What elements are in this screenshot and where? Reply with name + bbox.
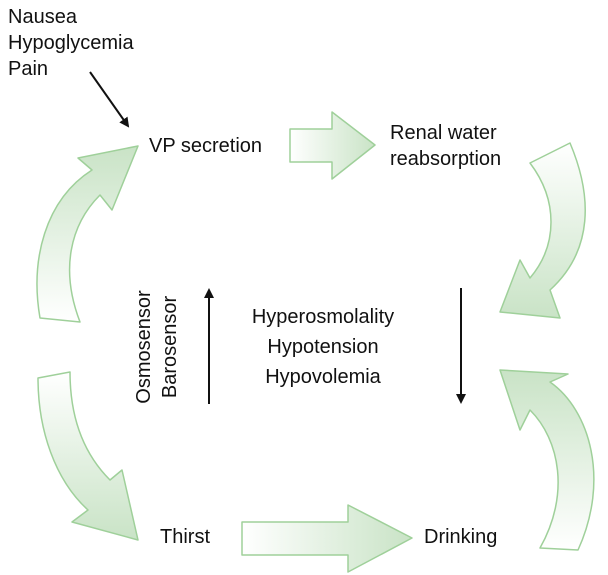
stimulus-nausea: Nausea bbox=[8, 6, 77, 28]
renal-line-2: reabsorption bbox=[390, 148, 502, 170]
stimulus-pain: Pain bbox=[8, 58, 49, 80]
node-renal-water-reabsorption: Renal water reabsorption bbox=[390, 120, 501, 172]
curved-arrow-bottom-left bbox=[37, 371, 139, 541]
curved-arrow-top-right bbox=[499, 142, 586, 319]
node-drinking: Drinking bbox=[424, 526, 498, 548]
stimulus-hypoglycemia: Hypoglycemia bbox=[8, 32, 134, 54]
condition-hypovolemia: Hypovolemia bbox=[265, 366, 381, 388]
sensor-barosensor: Barosensor bbox=[159, 295, 181, 399]
arrow-vp-to-renal bbox=[289, 111, 376, 180]
stimuli-list: Nausea Hypoglycemia Pain bbox=[8, 4, 134, 82]
condition-list: Hyperosmolality Hypotension Hypovolemia bbox=[238, 302, 408, 392]
node-thirst: Thirst bbox=[160, 526, 210, 548]
renal-line-1: Renal water bbox=[390, 122, 497, 144]
curved-arrow-top-left bbox=[36, 145, 139, 323]
arrow-stimuli-to-vp bbox=[89, 71, 130, 128]
curved-arrow-bottom-right bbox=[499, 369, 595, 551]
sensor-osmosensor: Osmosensor bbox=[133, 290, 155, 404]
node-vp-secretion: VP secretion bbox=[149, 135, 263, 157]
condition-hyperosmolality: Hyperosmolality bbox=[251, 306, 395, 328]
arrow-thirst-to-drinking bbox=[241, 504, 413, 573]
sensor-labels: Osmosensor Barosensor bbox=[131, 282, 183, 412]
condition-hypotension: Hypotension bbox=[267, 336, 379, 358]
